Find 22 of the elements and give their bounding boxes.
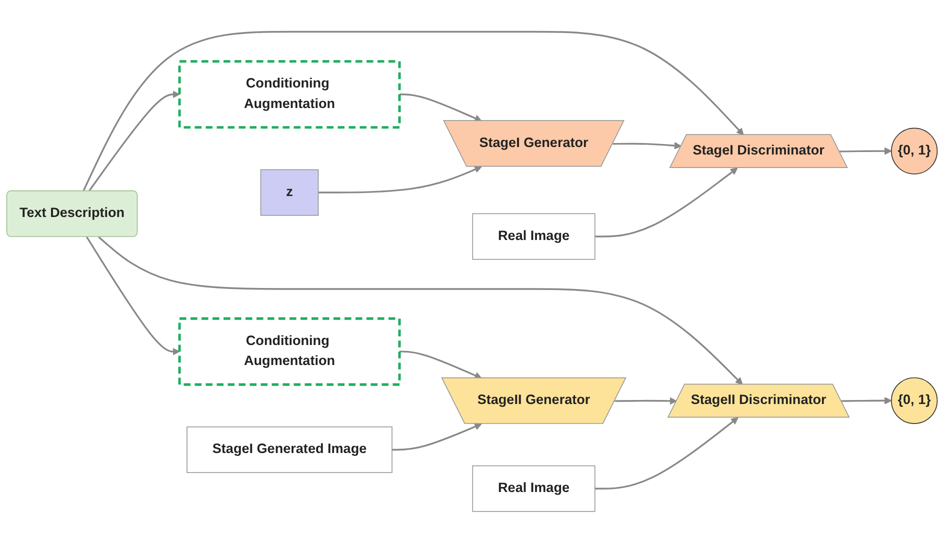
arrow [392, 422, 482, 450]
arrow [318, 166, 482, 194]
arrow [98, 236, 743, 385]
node-circle: {0, 1} [890, 377, 938, 424]
arrow [614, 397, 678, 405]
arrow [86, 236, 180, 356]
arrow [839, 147, 892, 155]
arrow [88, 90, 180, 192]
node-box: Conditioning Augmentation [178, 317, 401, 386]
node-circle: {0, 1} [890, 128, 938, 174]
node-box: Conditioning Augmentation [178, 60, 401, 129]
node-box: Real Image [472, 465, 596, 512]
arrow [594, 168, 738, 238]
arrow [400, 350, 482, 379]
arrow [612, 142, 682, 150]
node-box: z [260, 169, 319, 216]
arrow [841, 396, 892, 404]
arrow [82, 30, 744, 192]
node-box: StageI Generated Image [186, 426, 392, 473]
arrow [594, 417, 738, 490]
arrow [400, 93, 482, 122]
node-box: Real Image [472, 213, 596, 260]
